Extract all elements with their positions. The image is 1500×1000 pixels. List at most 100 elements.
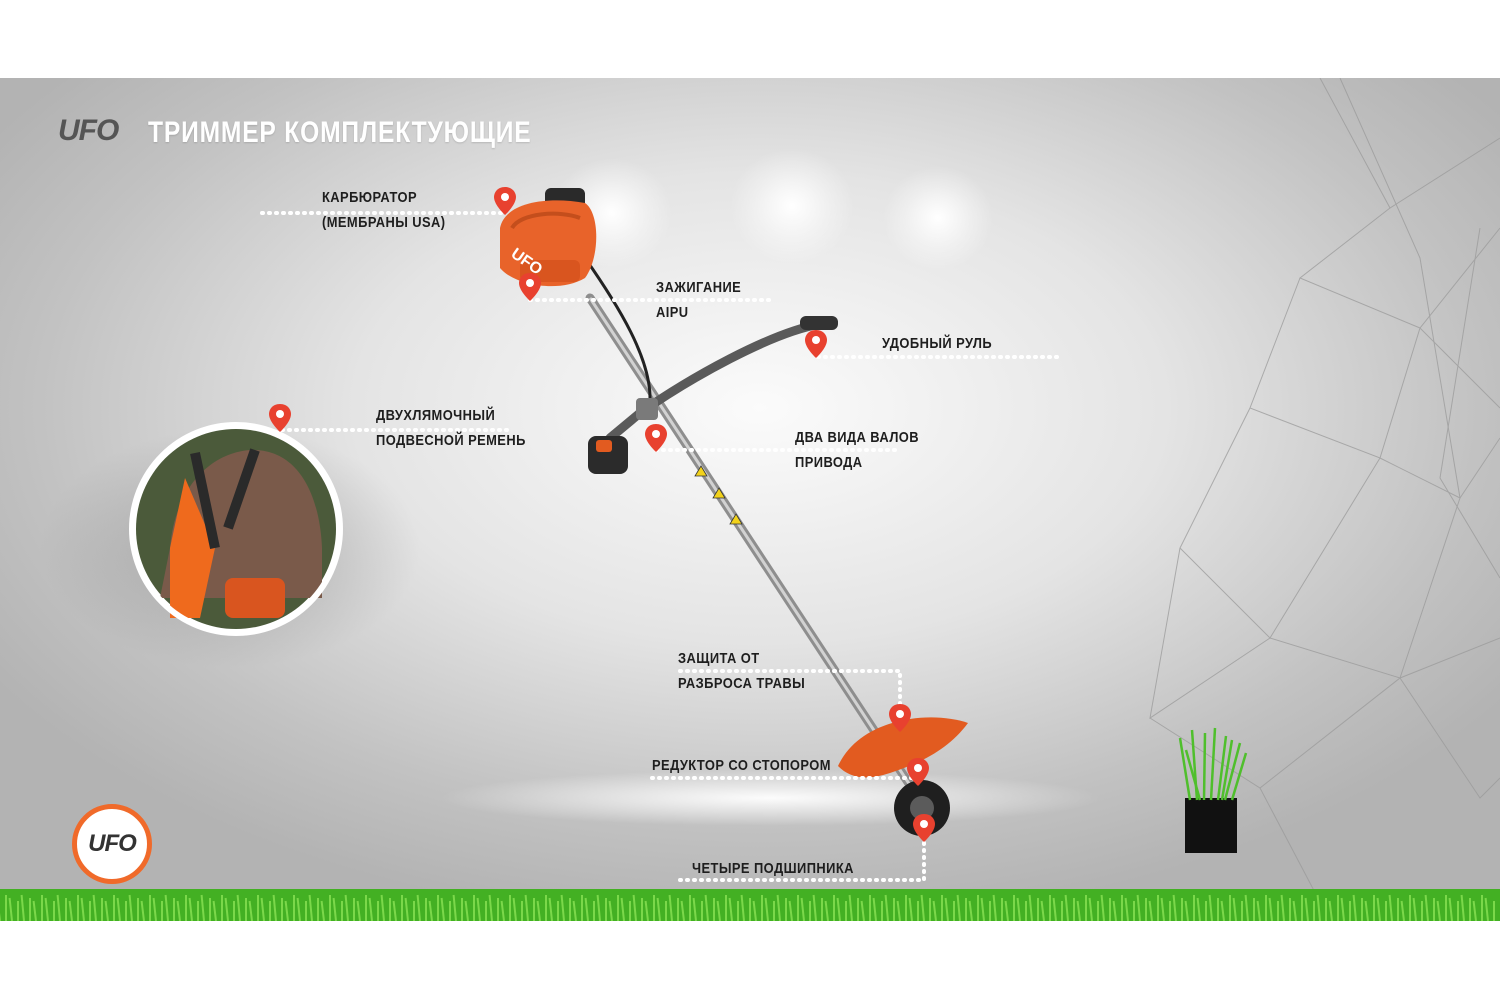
- grass-blade: [1148, 900, 1153, 921]
- plant-pot: [1178, 727, 1248, 853]
- grass-blade: [596, 894, 601, 921]
- ufo-badge-logo: UFO: [72, 804, 152, 884]
- grass-blade: [1316, 894, 1321, 921]
- callout-line: РЕДУКТОР СО СТОПОРОМ: [652, 757, 831, 774]
- grass-blade: [824, 900, 829, 921]
- grass-blade: [1352, 894, 1357, 921]
- grass-blade: [80, 897, 85, 921]
- callout-bearings: ЧЕТЫРЕ ПОДШИПНИКА: [692, 856, 854, 881]
- grass-blade: [992, 894, 997, 921]
- grass-blade: [680, 900, 685, 921]
- grass-blade: [1100, 894, 1105, 921]
- callout-line: ЗАЖИГАНИЕ: [656, 279, 742, 296]
- callout-line: КАРБЮРАТОР: [322, 189, 418, 206]
- grass-blade: [692, 897, 697, 921]
- grass-blade: [980, 897, 985, 921]
- pin-icon: [907, 758, 929, 786]
- grass-blade: [8, 897, 13, 921]
- grass-blade: [584, 897, 589, 921]
- grass-blade: [956, 894, 961, 921]
- grass-blade: [1460, 894, 1465, 921]
- grass-blade: [20, 894, 25, 921]
- grass-blade: [452, 894, 457, 921]
- pin-icon: [889, 704, 911, 732]
- grass-blade: [704, 894, 709, 921]
- badge-text: UFO: [88, 830, 137, 857]
- callout-line: ПОДВЕСНОЙ РЕМЕНЬ: [376, 432, 526, 449]
- grass-blade: [1364, 900, 1369, 921]
- grass-blade: [212, 900, 217, 921]
- grass-blade: [524, 894, 529, 921]
- stage-background: UFO ТРИММЕР КОМПЛЕКТУЮЩИЕ UFO: [0, 78, 1500, 921]
- grass-blade: [440, 897, 445, 921]
- grass-blade: [1412, 897, 1417, 921]
- grass-blade: [944, 897, 949, 921]
- grass-blade: [848, 894, 853, 921]
- grass-blade: [632, 894, 637, 921]
- callout-line: ДВУХЛЯМОЧНЫЙ: [376, 407, 496, 424]
- pin-icon: [494, 187, 516, 215]
- grass-blade: [1244, 894, 1249, 921]
- grass-blade: [92, 894, 97, 921]
- grass-blade: [1472, 900, 1477, 921]
- grass-blade: [1388, 894, 1393, 921]
- grass-blade: [728, 897, 733, 921]
- grass-blade: [260, 897, 265, 921]
- grass-blade: [1184, 900, 1189, 921]
- grass-blade: [104, 900, 109, 921]
- pin-icon: [519, 273, 541, 301]
- grass-blade: [224, 897, 229, 921]
- grass-blade: [1448, 897, 1453, 921]
- grass-blade: [1328, 900, 1333, 921]
- grass-blade: [284, 900, 289, 921]
- grass-blade: [812, 894, 817, 921]
- callout-line: УДОБНЫЙ РУЛЬ: [882, 335, 993, 352]
- grass-blade: [872, 897, 877, 921]
- callout-line: ЗАЩИТА ОТ: [678, 650, 760, 667]
- grass-blade: [1400, 900, 1405, 921]
- grass-blade: [620, 897, 625, 921]
- grass-strip: [0, 889, 1500, 921]
- engine: UFO: [500, 188, 597, 287]
- callout-handlebar: УДОБНЫЙ РУЛЬ: [882, 331, 992, 356]
- grass-blade: [932, 900, 937, 921]
- grass-blade: [476, 897, 481, 921]
- callout-line: AIPU: [656, 304, 689, 321]
- ufo-logo: UFO: [58, 114, 119, 147]
- grass-blade: [236, 894, 241, 921]
- grass-blade: [1376, 897, 1381, 921]
- grass-blade: [500, 900, 505, 921]
- harness-photo: [129, 422, 343, 636]
- grass-blade: [1112, 900, 1117, 921]
- grass-blade: [608, 900, 613, 921]
- grass-blade: [1136, 894, 1141, 921]
- spotlight: [883, 166, 993, 270]
- pin-icon: [913, 814, 935, 842]
- callout-shaft: ДВА ВИДА ВАЛОВ ПРИВОДА: [795, 425, 919, 475]
- grass-blade: [488, 894, 493, 921]
- page-title: ТРИММЕР КОМПЛЕКТУЮЩИЕ: [148, 116, 532, 149]
- grass-blade: [740, 894, 745, 921]
- grass-blade: [1340, 897, 1345, 921]
- grass-blade: [56, 894, 61, 921]
- grass-blade: [416, 894, 421, 921]
- grass-blade: [272, 894, 277, 921]
- grass-blade: [44, 897, 49, 921]
- callout-line: ПРИВОДА: [795, 454, 863, 471]
- grass-blade: [1256, 900, 1261, 921]
- grass-blade: [884, 894, 889, 921]
- grass-blade: [1304, 897, 1309, 921]
- callout-line: ЧЕТЫРЕ ПОДШИПНИКА: [692, 860, 854, 877]
- grass-blade: [572, 900, 577, 921]
- callout-harness: ДВУХЛЯМОЧНЫЙ ПОДВЕСНОЙ РЕМЕНЬ: [376, 403, 526, 453]
- grass-blade: [1436, 900, 1441, 921]
- grass-blade: [392, 900, 397, 921]
- grass-blade: [1064, 894, 1069, 921]
- grass-blade: [548, 897, 553, 921]
- callout-lines: [260, 187, 1060, 882]
- grass-blade: [764, 897, 769, 921]
- grass-blade: [152, 897, 157, 921]
- grass-blade: [716, 900, 721, 921]
- grass-blade: [32, 900, 37, 921]
- grass-blade: [68, 900, 73, 921]
